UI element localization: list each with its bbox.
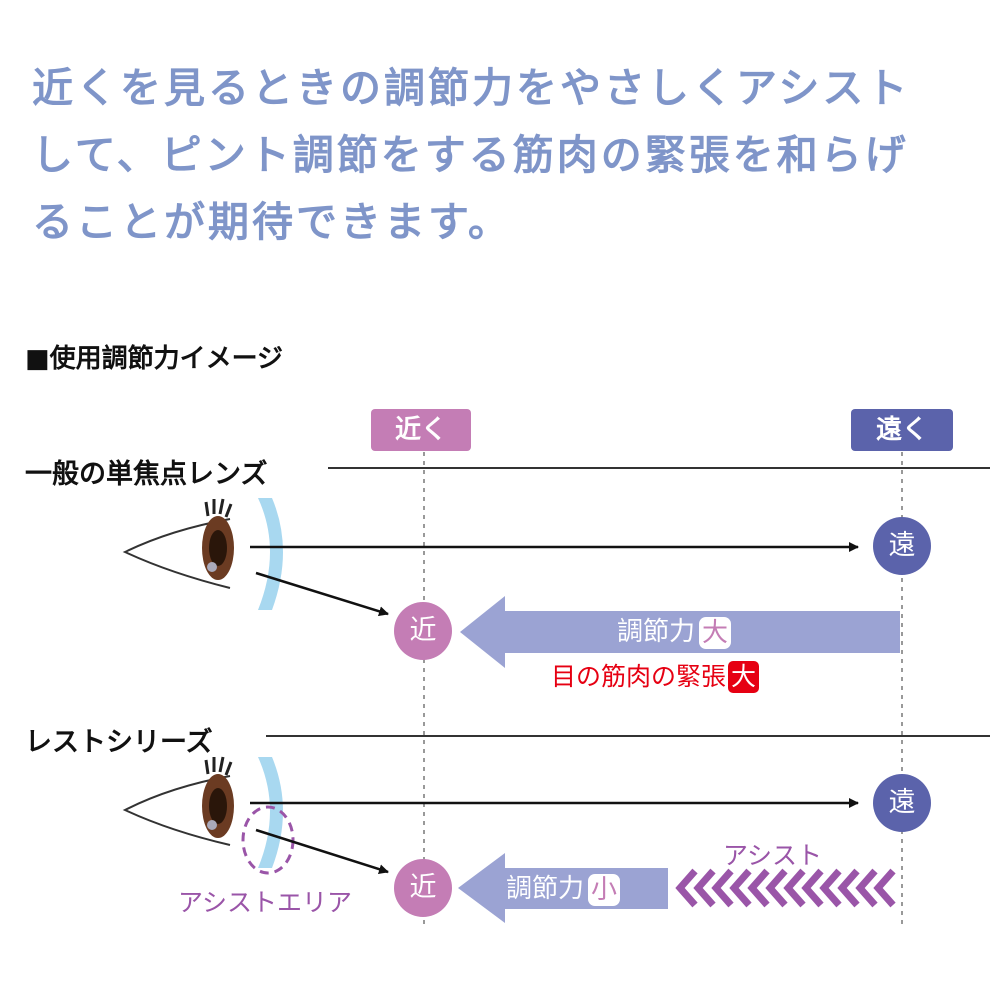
- assist-chevron: [855, 868, 878, 908]
- effort-label: 調節力小: [506, 871, 621, 907]
- effort-level-badge: 小: [588, 873, 621, 906]
- effort-label-text: 調節力: [617, 617, 696, 647]
- near-sight-ray: [255, 828, 389, 875]
- assist-label: アシスト: [723, 841, 823, 870]
- assist-area-ring: [241, 805, 295, 875]
- assist-chevron: [783, 868, 806, 908]
- effort-arrow-large: [460, 596, 900, 668]
- single-vision-label: 一般の単焦点レンズ: [25, 459, 268, 490]
- intro-line-1: 近くを見るときの調節力をやさしくアシスト: [32, 64, 911, 112]
- rest-series-label: レストシリーズ: [25, 727, 213, 758]
- tension-label-text: 目の筋肉の緊張: [551, 662, 727, 691]
- near-header: 近く: [371, 409, 471, 451]
- assist-chevron: [801, 868, 824, 908]
- effort-label: 調節力大: [617, 614, 732, 650]
- assist-chevron: [711, 868, 734, 908]
- near-sight-ray: [255, 571, 389, 617]
- eye-icon: [122, 756, 234, 846]
- assist-chevron: [729, 868, 752, 908]
- effort-arrow-small: [458, 853, 668, 923]
- tension-label: 目の筋肉の緊張大: [551, 659, 760, 695]
- assist-chevron: [873, 868, 896, 908]
- assist-chevron: [693, 868, 716, 908]
- intro-line-2: して、ピント調節をする筋肉の緊張を和らげ: [32, 131, 909, 179]
- section-title: ■使用調節力イメージ: [25, 344, 284, 374]
- assist-chevron: [747, 868, 770, 908]
- intro-line-3: ることが期待できます。: [32, 198, 512, 246]
- rest-series-lens-icon: [258, 757, 283, 868]
- assist-chevron: [819, 868, 842, 908]
- near-point-marker: 近: [394, 859, 452, 917]
- eye-icon: [122, 498, 234, 589]
- assist-chevron: [765, 868, 788, 908]
- assist-area-label: アシストエリア: [178, 888, 353, 917]
- single-vision-lens-icon: [258, 498, 283, 610]
- far-point-marker: 遠: [873, 774, 931, 832]
- far-header: 遠く: [851, 409, 953, 451]
- assist-chevron: [837, 868, 860, 908]
- assist-chevrons: [675, 868, 896, 908]
- effort-level-badge: 大: [699, 616, 732, 649]
- effort-label-text: 調節力: [506, 874, 585, 904]
- assist-chevron: [675, 868, 698, 908]
- near-point-marker: 近: [394, 602, 452, 660]
- intro-text: 近くを見るときの調節力をやさしくアシスト して、ピント調節をする筋肉の緊張を和ら…: [32, 55, 982, 256]
- tension-level-badge: 大: [728, 661, 760, 693]
- far-point-marker: 遠: [873, 517, 931, 575]
